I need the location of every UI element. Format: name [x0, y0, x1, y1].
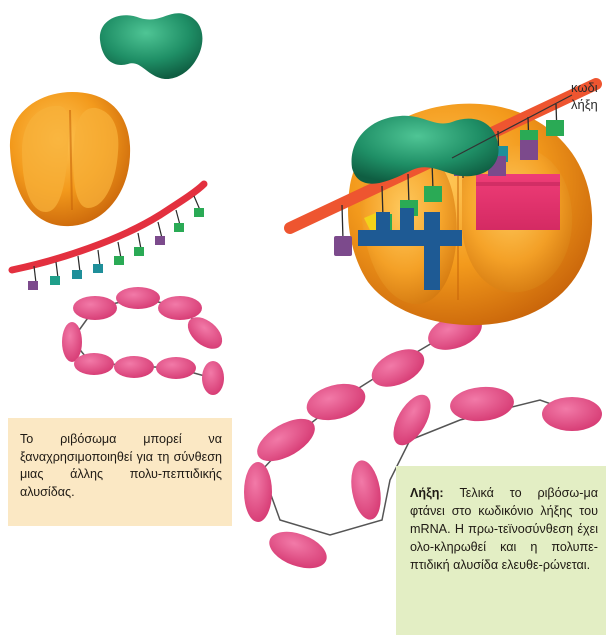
- recycling-note-text: Το ριβόσωμα μπορεί να ξαναχρησιμοποιηθεί…: [20, 432, 222, 499]
- stop-codon-label-line1: κωδι: [571, 80, 598, 95]
- stop-codon-label-line2: λήξη: [571, 97, 598, 112]
- termination-heading: Λήξη:: [410, 486, 459, 500]
- free-small-subunit: [100, 13, 203, 79]
- termination-note: Λήξη: Τελικά το ριβόσω-μα φτάνει στο κωδ…: [396, 466, 606, 635]
- polypeptide-fragment-left: [62, 287, 228, 395]
- terminating-ribosome: [290, 84, 596, 325]
- ribosome-recycling-note: Το ριβόσωμα μπορεί να ξαναχρησιμοποιηθεί…: [8, 418, 232, 526]
- free-large-subunit: [10, 92, 130, 226]
